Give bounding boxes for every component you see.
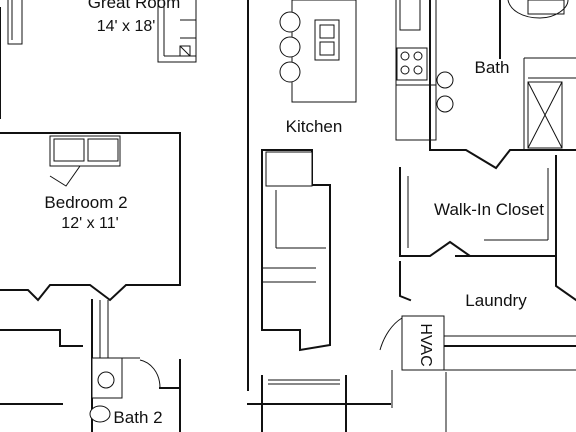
bed-icon — [49, 135, 121, 187]
bedroom-2-dims: 12' x 11' — [61, 215, 118, 232]
great-room-dims: 14' x 18' — [97, 18, 156, 35]
shower-icon — [527, 81, 563, 149]
range-icon — [396, 47, 454, 113]
bedroom-2-label: Bedroom 2 — [44, 193, 127, 212]
bath-2-label: Bath 2 — [113, 408, 162, 427]
sofa-icon — [157, 0, 197, 63]
great-room-area — [0, 0, 197, 119]
bath-label: Bath — [475, 58, 510, 77]
hvac-label: HVAC — [417, 323, 434, 366]
toilet-icon — [89, 371, 115, 423]
door-swing-icon — [379, 317, 403, 351]
kitchen-label: Kitchen — [286, 117, 343, 136]
walk-in-closet-label: Walk-In Closet — [434, 200, 544, 219]
bar-stool-icon — [279, 11, 301, 83]
sink-icon — [314, 19, 340, 61]
hvac-closet — [379, 315, 445, 408]
bath-area — [429, 0, 576, 170]
great-room-label: Great Room — [88, 0, 181, 12]
lower-center-walls — [247, 375, 391, 432]
laundry-label: Laundry — [465, 291, 527, 310]
bedroom-2-area — [0, 132, 181, 302]
kitchen-area — [247, 0, 454, 391]
bath-2-area — [0, 299, 181, 432]
door-swing-icon — [139, 359, 161, 389]
